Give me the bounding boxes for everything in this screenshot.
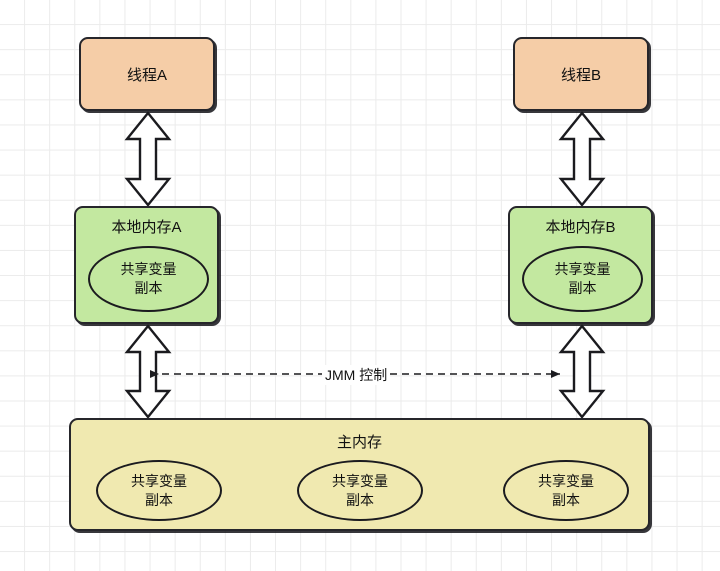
thread-a-box[interactable]: 线程A xyxy=(79,37,215,111)
main-memory-variable-3-line2: 副本 xyxy=(552,491,580,508)
arrow-thread-a-local-a xyxy=(124,111,172,207)
local-memory-b-variable-line1: 共享变量 xyxy=(554,261,611,278)
local-memory-b-variable-line2: 副本 xyxy=(568,280,597,296)
main-memory-variable-ellipse-1: 共享变量 副本 xyxy=(96,460,222,521)
local-memory-a-variable-ellipse: 共享变量 副本 xyxy=(88,246,209,312)
local-memory-a-variable-line1: 共享变量 xyxy=(120,261,177,278)
main-memory-variable-1-line1: 共享变量 xyxy=(131,472,187,489)
main-memory-variable-2-line2: 副本 xyxy=(346,491,374,508)
jmm-control-label: JMM 控制 xyxy=(322,365,391,385)
local-memory-b-box[interactable]: 本地内存B 共享变量 副本 xyxy=(508,206,653,324)
thread-b-box[interactable]: 线程B xyxy=(513,37,649,111)
main-memory-variable-ellipse-3: 共享变量 副本 xyxy=(503,460,629,521)
local-memory-a-box[interactable]: 本地内存A 共享变量 副本 xyxy=(74,206,219,324)
main-memory-box[interactable]: 主内存 共享变量 副本 共享变量 副本 共享变量 副本 xyxy=(69,418,650,531)
arrow-local-b-main xyxy=(558,324,606,419)
thread-a-label: 线程A xyxy=(126,66,167,84)
arrow-thread-b-local-b xyxy=(558,111,606,207)
thread-b-label: 线程B xyxy=(560,66,601,84)
main-memory-variable-ellipse-2: 共享变量 副本 xyxy=(297,460,423,521)
arrow-local-a-main xyxy=(124,324,172,419)
local-memory-a-variable-line2: 副本 xyxy=(134,280,163,296)
local-memory-b-variable-ellipse: 共享变量 副本 xyxy=(522,246,643,312)
local-memory-a-label: 本地内存A xyxy=(111,219,182,236)
main-memory-variable-2-line1: 共享变量 xyxy=(332,472,388,489)
main-memory-variable-3-line1: 共享变量 xyxy=(538,472,594,489)
main-memory-variable-1-line2: 副本 xyxy=(145,491,173,508)
local-memory-b-label: 本地内存B xyxy=(545,219,616,236)
main-memory-label: 主内存 xyxy=(336,434,382,451)
